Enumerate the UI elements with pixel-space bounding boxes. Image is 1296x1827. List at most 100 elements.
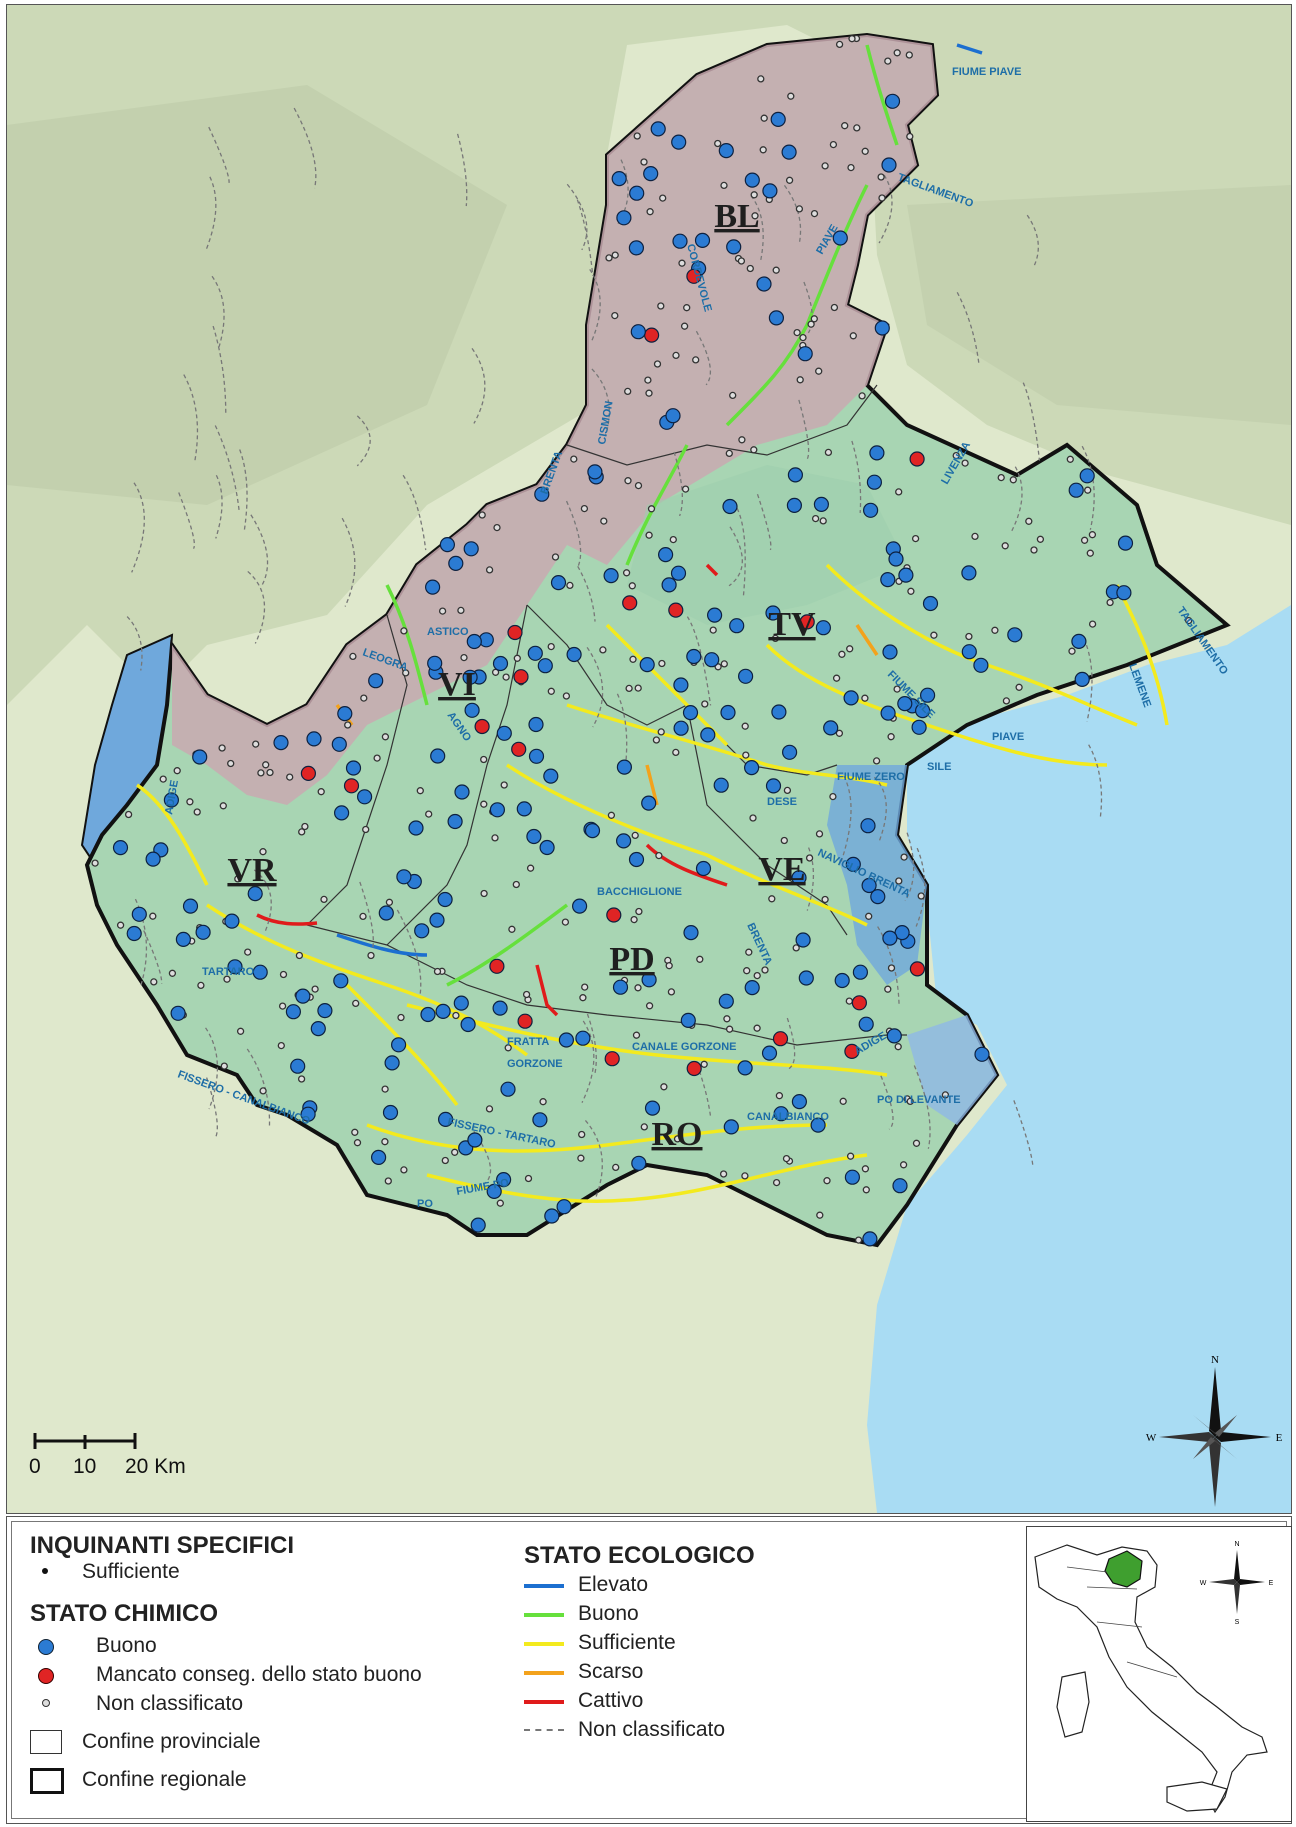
- river-segment-non-classificato: [250, 514, 269, 587]
- station-non-classificato: [745, 948, 753, 956]
- compass-n: N: [1211, 1354, 1219, 1366]
- province-label-bl: BL: [714, 198, 759, 235]
- inset-compass-w: W: [1200, 1580, 1207, 1587]
- station-buono: [384, 1055, 400, 1071]
- station-non-classificato: [400, 627, 408, 635]
- station-non-classificato: [349, 652, 357, 661]
- station-buono: [408, 820, 424, 836]
- station-mancato: [909, 451, 925, 467]
- station-buono: [544, 1208, 560, 1224]
- station-buono: [145, 851, 161, 867]
- station-non-classificato: [1084, 486, 1092, 494]
- river-segment-non-classificato: [293, 107, 317, 189]
- station-buono: [466, 633, 482, 650]
- station-buono: [834, 972, 850, 989]
- river-label: SILE: [927, 761, 951, 773]
- river-segment-non-classificato: [840, 775, 852, 862]
- station-non-classificato: [362, 825, 370, 834]
- station-non-classificato: [149, 912, 157, 920]
- station-non-classificato: [220, 1062, 228, 1070]
- river-label: ADIGE: [163, 779, 181, 815]
- station-non-classificato: [872, 757, 881, 765]
- station-buono: [720, 704, 736, 721]
- station-non-classificato: [352, 999, 360, 1008]
- non-classificato-point-icon: [42, 1699, 50, 1707]
- station-non-classificato: [1002, 697, 1011, 705]
- legend-item-inquinanti-sufficiente: Sufficiente: [82, 1560, 180, 1583]
- station-non-classificato: [815, 367, 823, 375]
- station-non-classificato: [787, 92, 795, 100]
- station-buono: [539, 839, 555, 856]
- station-non-classificato: [512, 880, 520, 889]
- station-non-classificato: [551, 553, 560, 561]
- station-non-classificato: [905, 51, 913, 59]
- station-non-classificato: [116, 921, 125, 929]
- station-buono: [371, 1149, 387, 1166]
- station-buono: [453, 995, 469, 1011]
- station-non-classificato: [647, 505, 656, 513]
- river-label: TARTARO: [202, 966, 255, 978]
- station-non-classificato: [402, 669, 410, 677]
- station-non-classificato: [1080, 536, 1089, 544]
- river-segment-non-classificato: [913, 1065, 931, 1149]
- province-label-pd: PD: [609, 941, 654, 978]
- station-buono: [534, 486, 550, 502]
- station-non-classificato: [849, 332, 857, 340]
- station-buono: [797, 346, 813, 362]
- inset-sardinia: [1056, 1671, 1090, 1738]
- station-buono: [496, 725, 512, 741]
- station-buono: [768, 310, 785, 326]
- station-buono: [641, 972, 657, 988]
- station-buono: [435, 1003, 451, 1020]
- station-non-classificato: [485, 566, 494, 574]
- station-non-classificato: [757, 75, 765, 83]
- station-non-classificato: [887, 964, 896, 972]
- station-buono: [616, 759, 633, 775]
- river-segment: [625, 444, 689, 566]
- station-buono: [163, 792, 179, 808]
- station-non-classificato: [930, 631, 938, 639]
- station-non-classificato: [759, 146, 767, 154]
- station-non-classificato: [660, 1083, 668, 1091]
- compass-w: W: [1146, 1432, 1157, 1444]
- legend-item-ecologico-sufficiente: Sufficiente: [578, 1631, 676, 1654]
- station-non-classificato: [508, 925, 516, 933]
- station-buono: [571, 898, 588, 914]
- station-non-classificato: [846, 645, 854, 653]
- station-buono: [781, 744, 798, 760]
- station-buono: [756, 276, 772, 292]
- station-non-classificato: [578, 1130, 586, 1139]
- station-buono: [973, 657, 989, 673]
- station-buono: [467, 1132, 483, 1148]
- station-non-classificato: [696, 955, 704, 963]
- station-buono: [550, 574, 567, 591]
- station-non-classificato: [193, 808, 201, 816]
- river-segment-non-classificato: [214, 425, 240, 511]
- station-non-classificato: [865, 912, 873, 920]
- station-non-classificato: [622, 569, 631, 577]
- station-non-classificato: [500, 781, 508, 789]
- station-buono: [787, 467, 804, 483]
- station-buono: [770, 111, 786, 128]
- station-non-classificato: [893, 685, 901, 693]
- station-buono: [815, 620, 832, 636]
- station-non-classificato: [1009, 476, 1017, 484]
- station-non-classificato: [768, 895, 776, 903]
- station-buono: [761, 1045, 778, 1061]
- station-buono: [631, 1155, 647, 1171]
- river-segment-non-classificato: [206, 1077, 218, 1138]
- station-non-classificato: [561, 918, 570, 926]
- station-non-classificato: [612, 1163, 620, 1172]
- map-panel[interactable]: BL TV VI VR VE PD RO FIUME PIAVE TAGLIAM…: [6, 4, 1292, 1514]
- river-segment-non-classificato: [803, 281, 813, 334]
- station-non-classificato: [714, 139, 722, 148]
- station-non-classificato: [526, 864, 535, 872]
- station-non-classificato: [829, 140, 838, 149]
- river-label: FRATTA: [507, 1036, 549, 1048]
- station-non-classificato: [753, 971, 761, 980]
- map-canvas[interactable]: BL TV VI VR VE PD RO FIUME PIAVE TAGLIAM…: [7, 5, 1291, 1513]
- station-buono: [192, 749, 208, 765]
- legend-panel: INQUINANTI SPECIFICI Sufficiente STATO C…: [6, 1516, 1292, 1824]
- inset-compass-icon: N S E W: [1200, 1541, 1274, 1626]
- station-non-classificato: [644, 376, 652, 384]
